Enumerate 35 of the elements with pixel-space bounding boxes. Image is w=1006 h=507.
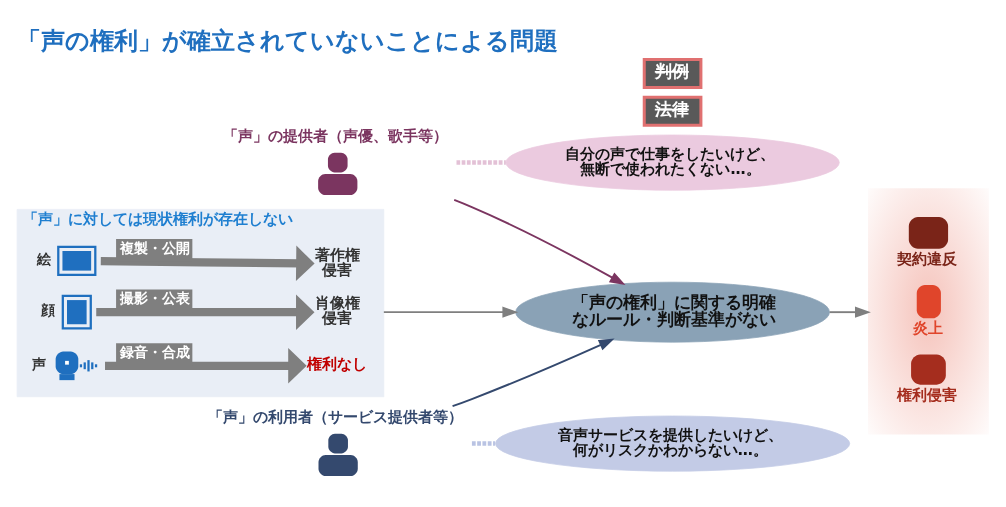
node-label: 契約違反 [897, 249, 958, 268]
node-ellipse: 自分の声で仕事をしたいけど、無断で使われたくない…。 [505, 134, 840, 191]
connector [471, 440, 495, 446]
node-picture [57, 245, 97, 276]
node-box: 法律 [642, 95, 703, 127]
node-text: 肖像権侵害 [314, 293, 360, 327]
node-box [911, 353, 946, 385]
diagram-title: 「声の権利」が確立されていないことによる問題 [17, 26, 559, 55]
cluster [868, 187, 989, 435]
edge-label: 録音・合成 [120, 343, 191, 360]
node-label: 「声」の提供者（声優、歌手等） [222, 126, 448, 145]
node-box [916, 284, 941, 318]
node-label: 声 [32, 355, 47, 372]
node-label: 絵 [36, 250, 51, 267]
connector [456, 159, 506, 165]
node-text: 権利なし [306, 354, 367, 373]
arrow [828, 306, 871, 318]
node-box: 判例 [642, 57, 703, 89]
arrow [451, 338, 615, 407]
node-label: 顔 [41, 301, 56, 318]
node-text: 著作権侵害 [314, 245, 360, 279]
edge-label: 複製・公開 [120, 239, 191, 256]
node-label: 権利侵害 [897, 385, 958, 404]
node-ellipse: 音声サービスを提供したいけど、何がリスクかわからない…。 [495, 415, 851, 472]
node-label: 「声」の利用者（サービス提供者等） [207, 407, 463, 426]
arrow [100, 245, 315, 281]
arrow [382, 306, 519, 318]
node-picture [61, 294, 92, 330]
node-box [908, 216, 949, 249]
node-ellipse: 「声の権利」に関する明確なルール・判断基準がない [515, 281, 830, 343]
arrow [453, 198, 626, 285]
node-label: 炎上 [913, 318, 944, 337]
arrow [105, 347, 307, 384]
arrow [96, 293, 315, 330]
edge-label: 撮影・公表 [120, 289, 191, 306]
